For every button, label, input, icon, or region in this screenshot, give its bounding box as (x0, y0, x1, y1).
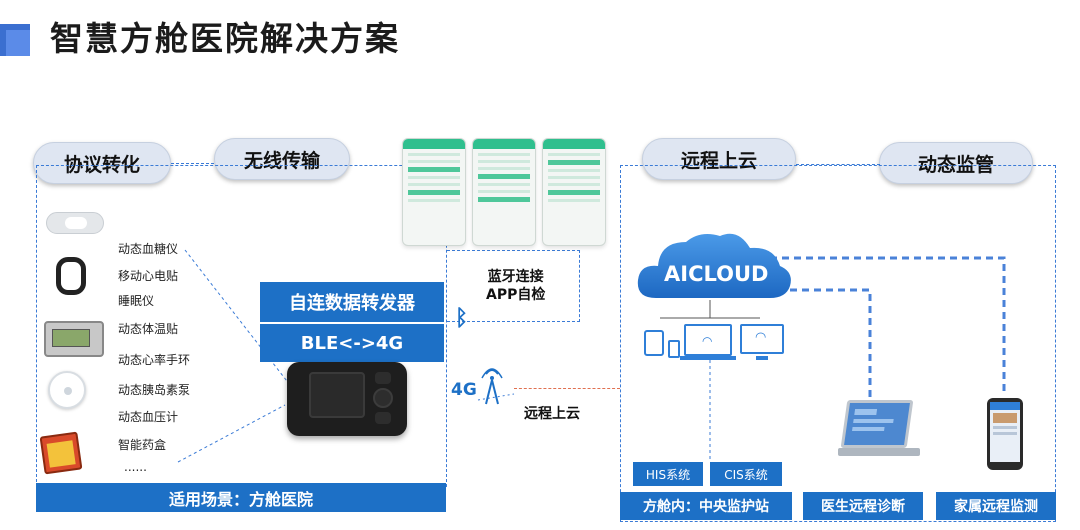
device-label: 动态胰岛素泵 (118, 383, 191, 397)
bluetooth-frame (447, 250, 580, 322)
cloud-icon (637, 233, 791, 298)
stage-wireless-pill: 无线传输 (214, 138, 350, 180)
family-phone-icon (987, 398, 1023, 470)
insulin-pump-icon (48, 371, 86, 409)
page-title: 智慧方舱医院解决方案 (50, 19, 400, 58)
app-screen-2 (472, 138, 536, 246)
network-4g-label: 4G (451, 380, 477, 400)
glucose-meter-icon (46, 212, 104, 234)
doctor-laptop-base-icon (838, 448, 920, 456)
device-label: 动态血糖仪 (118, 242, 179, 256)
doctor-laptop-icon (840, 400, 914, 448)
phone-icon (668, 340, 680, 358)
stage-supervision-pill: 动态监管 (879, 142, 1033, 184)
app-screen-1 (402, 138, 466, 246)
cloud-name: AICLOUD (664, 262, 769, 286)
stage-cloud-pill: 远程上云 (642, 138, 796, 180)
ecg-patch-icon (56, 257, 86, 295)
cis-system-tag: CIS系统 (710, 462, 782, 486)
device-label: 动态心率手环 (118, 353, 191, 367)
device-label: 睡眠仪 (118, 294, 155, 308)
network-link-line (514, 388, 620, 389)
scene-band: 适用场景：方舱医院 (36, 483, 446, 512)
signal-tower-icon (481, 368, 503, 405)
forwarder-device-icon (287, 362, 407, 436)
header-accent-inner (6, 30, 30, 56)
laptop-icon: ◠ (684, 324, 732, 356)
device-label: ...... (124, 460, 147, 474)
family-remote-tag: 家属远程监测 (936, 492, 1056, 520)
bluetooth-icon: ᛒ (455, 306, 469, 331)
central-station-tag: 方舱内：中央监护站 (620, 492, 792, 520)
network-cloud-label: 远程上云 (524, 406, 580, 422)
his-system-tag: HIS系统 (633, 462, 703, 486)
forwarder-title: 自连数据转发器 (260, 282, 444, 322)
forwarder-protocol: BLE<->4G (260, 324, 444, 362)
doctor-remote-tag: 医生远程诊断 (803, 492, 923, 520)
pill-connector (796, 164, 880, 165)
stage-protocol-pill: 协议转化 (33, 142, 171, 184)
device-label: 动态体温贴 (118, 322, 179, 336)
device-label: 动态血压计 (118, 410, 179, 424)
app-screen-3 (542, 138, 606, 246)
device-label: 智能药盒 (118, 438, 167, 452)
monitor-stand-icon (756, 356, 768, 360)
thermometer-patch-icon (44, 321, 104, 357)
cloud-frame (620, 165, 1056, 522)
tablet-icon (644, 330, 664, 356)
bluetooth-text: 蓝牙连接 APP自检 (486, 269, 546, 303)
pill-connector-left (171, 163, 214, 164)
monitor-icon: ◠ (740, 324, 784, 354)
device-label: 移动心电贴 (118, 269, 179, 283)
laptop-base-icon (680, 356, 736, 360)
